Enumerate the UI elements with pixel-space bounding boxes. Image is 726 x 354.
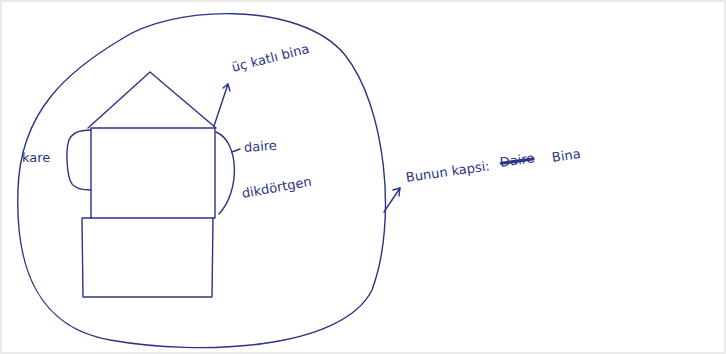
arrow-head [393,188,400,196]
annotation-label: Bunun kapsi: [405,158,491,185]
kare-bracket [67,130,91,190]
leader-line [214,84,228,126]
annotation-label: kare [22,150,50,166]
upper-square [91,128,215,218]
leader-line [232,149,240,152]
annotation-label: Bina [551,146,582,165]
enclosing-curve [18,14,386,348]
daire-bracket [216,132,234,214]
annotation-label: dikdörtgen [241,174,313,202]
annotation-label: üç katlı bina [230,41,311,75]
annotation-label: Daire [499,150,535,170]
lower-rectangle [82,218,213,297]
arrow-head [223,84,230,91]
annotation-label: daire [243,138,277,156]
roof-triangle [88,72,216,128]
leader-line [384,188,400,212]
